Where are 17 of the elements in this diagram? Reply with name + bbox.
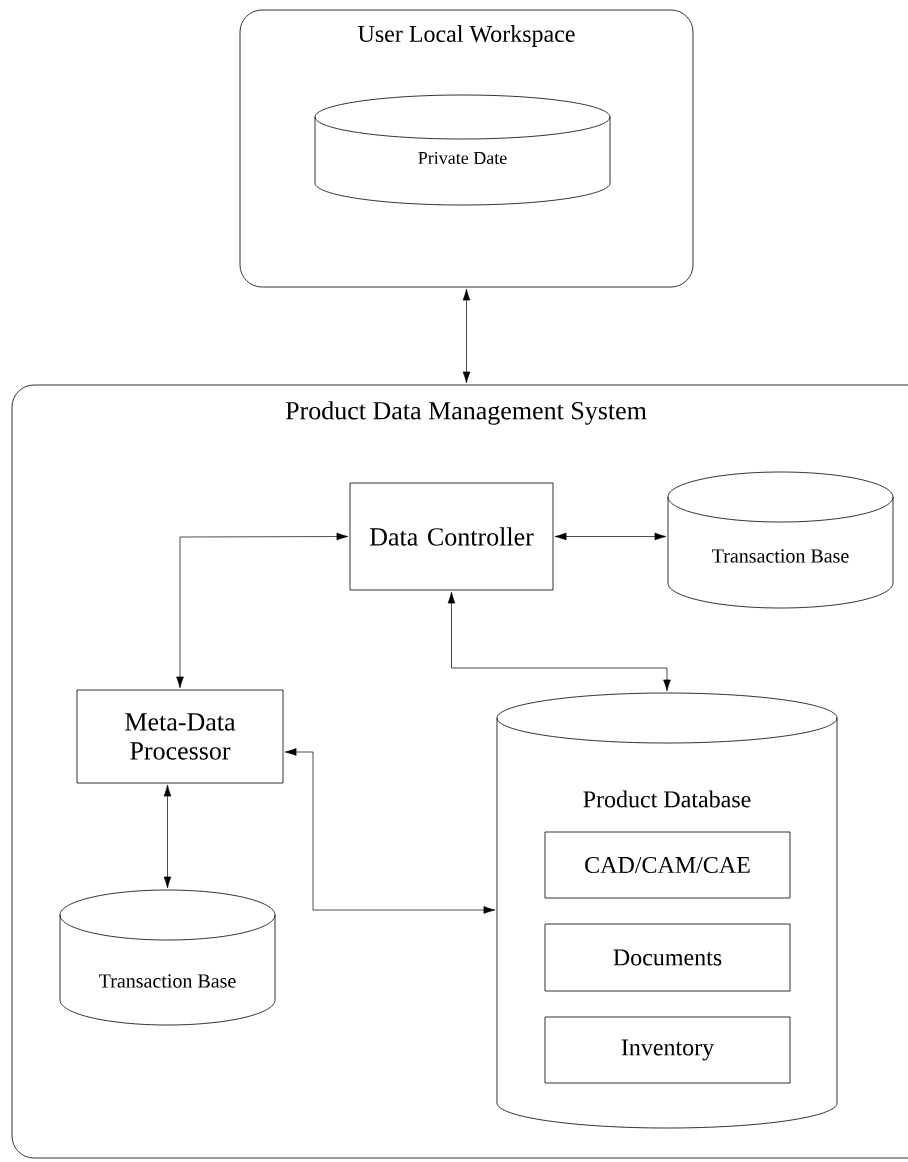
process-box: CAD/CAM/CAE: [544, 831, 791, 899]
arrow: [462, 288, 471, 384]
node-label: Transaction Base: [712, 549, 849, 563]
database-cylinder: Transaction Base: [59, 889, 276, 1026]
arrow: [163, 784, 172, 889]
process-box: Meta-Data Processor: [76, 689, 284, 784]
arrow: [554, 532, 667, 541]
arrow: [284, 748, 496, 914]
database-cylinder: Transaction Base: [667, 471, 894, 609]
process-box: Inventory: [544, 1016, 791, 1084]
node-label: Private Date: [418, 151, 507, 165]
database-cylinder: Private Date: [314, 94, 611, 206]
arrow: [447, 591, 671, 692]
arrow: [176, 532, 349, 689]
process-box: Documents: [544, 923, 791, 992]
node-label: Transaction Base: [99, 974, 236, 988]
process-box: Data Controller: [349, 482, 554, 591]
